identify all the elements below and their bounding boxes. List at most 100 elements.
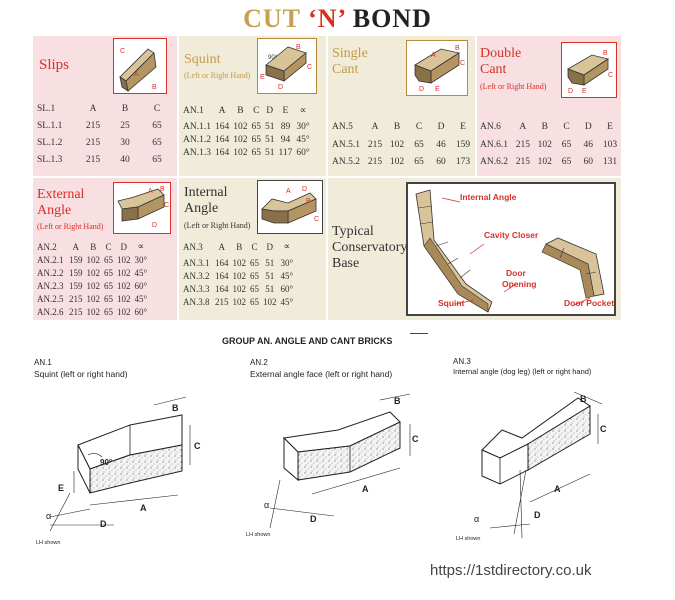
svg-text:A: A [554, 484, 561, 494]
svg-text:B: B [306, 198, 311, 205]
svg-text:D: D [534, 510, 541, 520]
table-cell: 164 [214, 147, 230, 158]
header-cell: AN.3 [183, 241, 203, 252]
svg-text:C: C [164, 202, 169, 209]
table-row: AN.6.2 215 102 65 60 131 [480, 155, 621, 168]
label-door: Door [506, 268, 526, 278]
table-cell: 102 [86, 306, 101, 317]
double-cant-table: AN.6 A B C D E AN.6.1 215 102 65 46 103 … [480, 120, 621, 168]
header-cell: AN.2 [37, 241, 57, 252]
table-row: AN.5.1 215 102 65 46 159 [332, 138, 474, 151]
table-cell: 51 [265, 283, 275, 294]
internal-angle-technical-drawing: B C A D α [474, 391, 607, 539]
table-cell: 65 [250, 270, 259, 281]
table-cell: 102 [232, 270, 247, 281]
table-row: AN.1.1 164 102 65 51 89 30° [183, 120, 312, 133]
table-cell: 65 [251, 134, 261, 145]
squint-panel: Squint (Left or Right Hand) 90° B C D E … [179, 36, 326, 176]
table-cell: 102 [537, 156, 552, 167]
header-cell: A [371, 121, 379, 132]
table-cell: 159 [455, 139, 471, 150]
table-cell: 159 [69, 280, 83, 291]
table-row: AN.3.2 164 102 65 51 45° [183, 269, 295, 282]
header-cell: B [236, 241, 243, 252]
table-cell: 94 [280, 134, 291, 145]
table-cell: 65 [152, 120, 162, 131]
squint-subtitle: (Left or Right Hand) [184, 71, 251, 80]
external-angle-table: AN.2 A B C D ∝ AN.2.1 159 102 65 102 30°… [37, 240, 149, 318]
table-cell: 51 [265, 257, 275, 268]
table-cell: 102 [232, 296, 247, 307]
double-cant-brick-icon: B C D E [561, 42, 617, 98]
svg-text:B: B [152, 84, 157, 91]
table-cell: 102 [389, 156, 405, 167]
table-cell: 60 [583, 156, 594, 167]
table-cell: 65 [414, 156, 424, 167]
header-cell: SL.1 [37, 103, 56, 114]
conservatory-title-1: Typical [332, 224, 374, 239]
table-row: AN.3.8 215 102 65 102 45° [183, 295, 295, 308]
label-opening: Opening [502, 279, 537, 289]
table-cell: 51 [264, 134, 275, 145]
double-cant-title-2: Cant [480, 62, 507, 77]
table-cell: AN.3.2 [183, 270, 210, 281]
header-cell: D [120, 241, 128, 252]
svg-text:E: E [435, 86, 440, 93]
table-cell: 30° [296, 121, 310, 132]
table-cell: 215 [85, 137, 101, 148]
svg-text:B: B [296, 44, 301, 51]
svg-text:C: C [600, 424, 607, 434]
table-cell: 102 [86, 280, 101, 291]
table-cell: 60° [280, 283, 294, 294]
svg-text:A: A [148, 188, 153, 195]
svg-text:D: D [302, 186, 307, 193]
table-cell: 65 [414, 139, 424, 150]
table-row: AN.2.3 159 102 65 102 60° [37, 279, 149, 292]
header-cell: D [266, 241, 274, 252]
single-cant-title-2: Cant [332, 62, 359, 77]
table-cell: 45° [134, 293, 148, 304]
header-cell: C [563, 121, 570, 132]
table-cell: 159 [69, 267, 83, 278]
slip-brick-icon: A B C [113, 38, 167, 94]
table-cell: 30 [120, 137, 130, 148]
svg-text:A: A [431, 52, 436, 59]
table-cell: 51 [264, 121, 275, 132]
double-cant-title-1: Double [480, 46, 522, 61]
diagram-2-code: AN.2 [250, 358, 268, 367]
table-cell: 60° [296, 147, 310, 158]
conservatory-title-3: Base [332, 256, 360, 271]
table-cell: AN.2.2 [37, 267, 64, 278]
header-cell: D [584, 121, 592, 132]
single-cant-panel: Single Cant A B C D E AN.5 A B C D E AN.… [328, 36, 475, 176]
table-cell: 65 [152, 154, 162, 165]
header-cell: E [282, 105, 289, 116]
table-cell: 25 [120, 120, 130, 131]
table-cell: AN.1.2 [183, 134, 211, 145]
table-cell: 65 [104, 267, 113, 278]
table-cell: 164 [215, 270, 229, 281]
table-cell: 102 [86, 254, 101, 265]
table-cell: SL.1.3 [37, 154, 63, 165]
svg-text:C: C [120, 48, 125, 55]
table-cell: AN.2.6 [37, 306, 64, 317]
table-cell: 51 [265, 270, 275, 281]
table-cell: 215 [515, 139, 530, 150]
svg-text:E: E [260, 74, 265, 81]
table-cell: 65 [104, 280, 113, 291]
section-title: GROUP AN. ANGLE AND CANT BRICKS [222, 336, 393, 346]
table-header: SL.1 A B C [37, 102, 173, 115]
table-cell: 45° [280, 296, 294, 307]
dim-label-a: A [140, 503, 147, 513]
svg-text:D: D [310, 514, 317, 524]
table-cell: 65 [250, 257, 259, 268]
header-cell: B [237, 105, 244, 116]
header-cell: A [218, 105, 226, 116]
single-cant-table: AN.5 A B C D E AN.5.1 215 102 65 46 159 … [332, 120, 474, 168]
svg-text:B: B [580, 394, 587, 404]
dim-label-d: D [100, 519, 107, 529]
header-cell: D [266, 105, 274, 116]
dim-label-b: B [172, 403, 179, 413]
squint-brick-icon: 90° B C D E [257, 38, 317, 94]
table-cell: 65 [561, 156, 572, 167]
